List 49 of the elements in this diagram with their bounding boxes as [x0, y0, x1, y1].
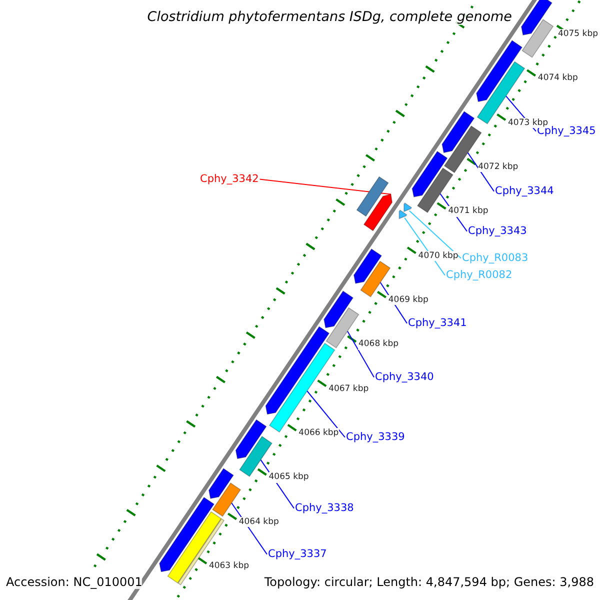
scale-label: 4066 kbp — [298, 428, 339, 438]
gene-block — [520, 0, 552, 36]
gene-label: Cphy_3337 — [268, 548, 327, 561]
genome-info-text: Topology: circular; Length: 4,847,594 bp; Genes: 3,988 — [264, 575, 594, 590]
gene-bar — [522, 18, 554, 58]
scale-label: 4065 kbp — [268, 472, 309, 483]
gene-label: Cphy_3345 — [537, 125, 596, 138]
gene-block — [235, 419, 267, 460]
gene-label: Cphy_3342 — [200, 173, 259, 186]
gene-label: Cphy_3343 — [468, 225, 527, 238]
gene-block — [476, 40, 523, 102]
gene-block — [353, 248, 382, 284]
gene-bar — [356, 176, 389, 217]
scale-label: 4064 kbp — [238, 516, 279, 528]
gene-label: Cphy_R0083 — [462, 252, 528, 265]
gene-bar — [326, 307, 360, 348]
trna-marker — [404, 202, 412, 212]
leader-line — [467, 152, 494, 192]
gene-block — [324, 290, 354, 328]
gene-label: Cphy_R0082 — [446, 269, 512, 282]
scale-label: 4073 kbp — [508, 118, 548, 128]
accession-text: Accession: NC_010001 — [6, 575, 142, 590]
leader-line — [306, 390, 346, 438]
leader-line — [259, 178, 392, 195]
scale-label: 4072 kbp — [478, 162, 518, 172]
gene-label: Cphy_3340 — [375, 371, 434, 384]
scale-label: 4070 kbp — [418, 250, 458, 261]
gene-block — [412, 150, 448, 198]
gene-label: Cphy_3344 — [495, 185, 554, 198]
gene-label: Cphy_3338 — [295, 502, 354, 515]
gene-block — [208, 468, 234, 499]
scale-label: 4063 kbp — [208, 561, 249, 572]
scale-label: 4068 kbp — [358, 339, 399, 350]
trna-marker — [398, 210, 408, 220]
leader-line — [408, 210, 462, 259]
gene-block — [265, 326, 330, 415]
scale-label: 4067 kbp — [328, 384, 369, 394]
leader-line — [347, 330, 374, 378]
scale-label: 4071 kbp — [448, 206, 488, 217]
scale-label: 4069 kbp — [388, 295, 428, 306]
map-title: Clostridium phytofermentans ISDg, complete genome — [147, 9, 512, 26]
gene-block — [363, 194, 393, 232]
gene-block — [442, 110, 475, 154]
gene-label: Cphy_3341 — [408, 317, 467, 330]
scale-label: 4074 kbp — [538, 73, 578, 84]
gene-bar — [212, 482, 242, 517]
gene-bar — [360, 260, 391, 298]
scale-label: 4075 kbp — [558, 28, 598, 40]
gene-label: Cphy_3339 — [346, 431, 405, 444]
